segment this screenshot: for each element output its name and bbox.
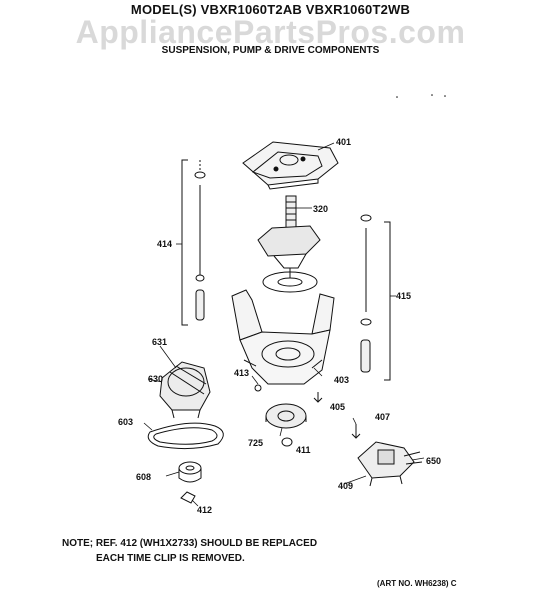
callout-725: 725 bbox=[248, 438, 263, 448]
part-608-coupling bbox=[178, 461, 202, 483]
note-line-2: EACH TIME CLIP IS REMOVED. bbox=[96, 553, 245, 564]
part-320-transmission bbox=[257, 195, 321, 293]
part-725-pulley bbox=[265, 403, 307, 429]
callout-630: 630 bbox=[148, 374, 163, 384]
callout-401: 401 bbox=[336, 137, 351, 147]
callout-403: 403 bbox=[334, 375, 349, 385]
watermark: AppliancePartsPros.com bbox=[75, 14, 466, 50]
callout-608: 608 bbox=[136, 472, 151, 482]
callout-413: 413 bbox=[234, 368, 249, 378]
leader-lines bbox=[143, 142, 425, 507]
part-403-platform bbox=[231, 289, 335, 385]
callout-409: 409 bbox=[338, 481, 353, 491]
part-405-marker bbox=[313, 392, 323, 403]
callout-411: 411 bbox=[296, 445, 311, 455]
callout-labels: 401 320 414 415 631 630 413 403 405 603 … bbox=[118, 137, 441, 515]
part-414-suspension-rod bbox=[181, 159, 206, 326]
part-413-screw bbox=[254, 384, 262, 392]
replacement-note: NOTE; REF. 412 (WH1X2733) SHOULD BE REPL… bbox=[62, 536, 317, 566]
callout-603: 603 bbox=[118, 417, 133, 427]
part-412-clip bbox=[180, 491, 196, 504]
part-650-pump bbox=[357, 441, 423, 487]
part-411-nut bbox=[281, 437, 293, 447]
art-number: (ART NO. WH6238) C bbox=[377, 579, 457, 588]
callout-415: 415 bbox=[396, 291, 411, 301]
part-401-cover bbox=[242, 141, 339, 190]
part-630-motor bbox=[159, 361, 211, 419]
part-603-belt bbox=[147, 422, 224, 450]
callout-407: 407 bbox=[375, 412, 390, 422]
section-subtitle: SUSPENSION, PUMP & DRIVE COMPONENTS bbox=[161, 45, 380, 56]
model-title: MODEL(S) VBXR1060T2AB VBXR1060T2WB bbox=[130, 2, 411, 17]
callout-650: 650 bbox=[426, 456, 441, 466]
part-415-suspension-rod bbox=[360, 214, 391, 381]
part-407-screw bbox=[351, 424, 361, 439]
callout-320: 320 bbox=[313, 204, 328, 214]
callout-631: 631 bbox=[152, 337, 167, 347]
callout-405: 405 bbox=[330, 402, 345, 412]
note-line-1: NOTE; REF. 412 (WH1X2733) SHOULD BE REPL… bbox=[62, 538, 318, 549]
scan-speckle bbox=[396, 94, 446, 98]
callout-412: 412 bbox=[197, 505, 212, 515]
callout-414: 414 bbox=[157, 239, 172, 249]
